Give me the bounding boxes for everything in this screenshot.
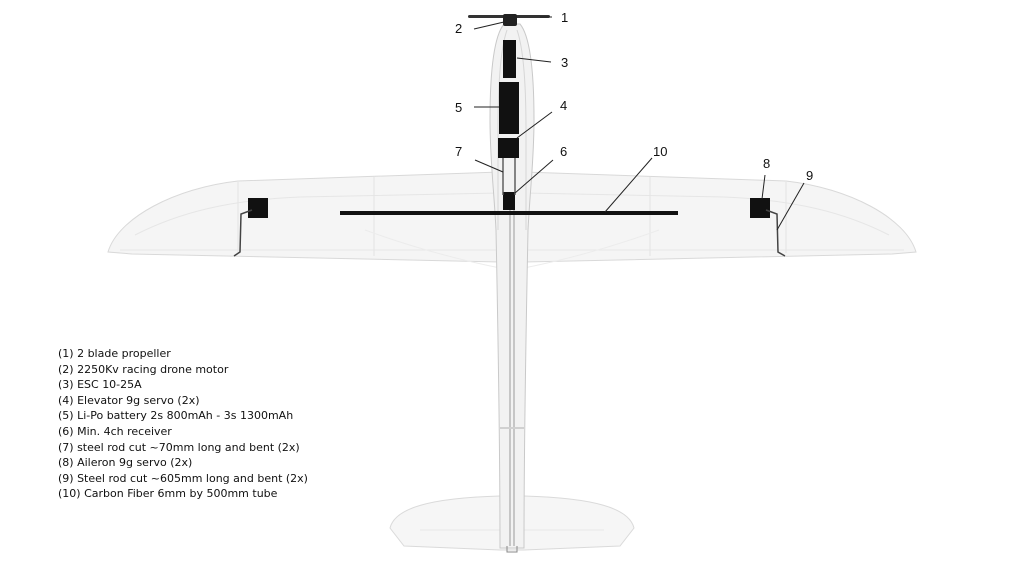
aileron-rod-left [233,209,253,257]
legend-item: (3) ESC 10-25A [58,378,142,392]
legend-item: (6) Min. 4ch receiver [58,424,172,438]
legend-item: (2) 2250Kv racing drone motor [58,362,229,376]
callout-6: 6 [560,144,567,159]
legend-item: (5) Li-Po battery 2s 800mAh - 3s 1300mAh [58,409,294,423]
legend-item: (10) Carbon Fiber 6mm by 500mm tube [58,487,278,501]
carbon-fiber-tube [340,211,678,215]
receiver [503,192,515,210]
esc [503,40,516,78]
legend-item: (4) Elevator 9g servo (2x) [58,393,200,407]
parts-legend: (1) 2 blade propeller (2) 2250Kv racing … [58,346,308,502]
motor [503,14,517,26]
callout-7: 7 [455,144,462,159]
elevator-rod [502,158,516,195]
callout-3: 3 [561,55,568,70]
callout-2: 2 [455,21,462,36]
callout-1: 1 [561,10,568,25]
legend-item: (8) Aileron 9g servo (2x) [58,456,193,470]
callout-4: 4 [560,98,567,113]
aileron-servo-left [248,198,268,218]
callout-8: 8 [763,156,770,171]
legend-item: (1) 2 blade propeller [58,347,171,360]
callout-10: 10 [653,144,667,159]
callout-9: 9 [806,168,813,183]
battery [499,82,519,134]
aileron-rod-right [765,209,786,257]
callout-numbers: 1 2 3 4 5 6 7 8 9 10 [455,10,813,183]
leader-lines [473,16,805,231]
legend-item: (9) Steel rod cut ~605mm long and bent (… [58,471,308,485]
components [233,14,786,257]
elevator-servo [498,138,519,158]
legend-item: (7) steel rod cut ~70mm long and bent (2… [58,440,300,454]
callout-5: 5 [455,100,462,115]
aileron-servo-right [750,198,770,218]
